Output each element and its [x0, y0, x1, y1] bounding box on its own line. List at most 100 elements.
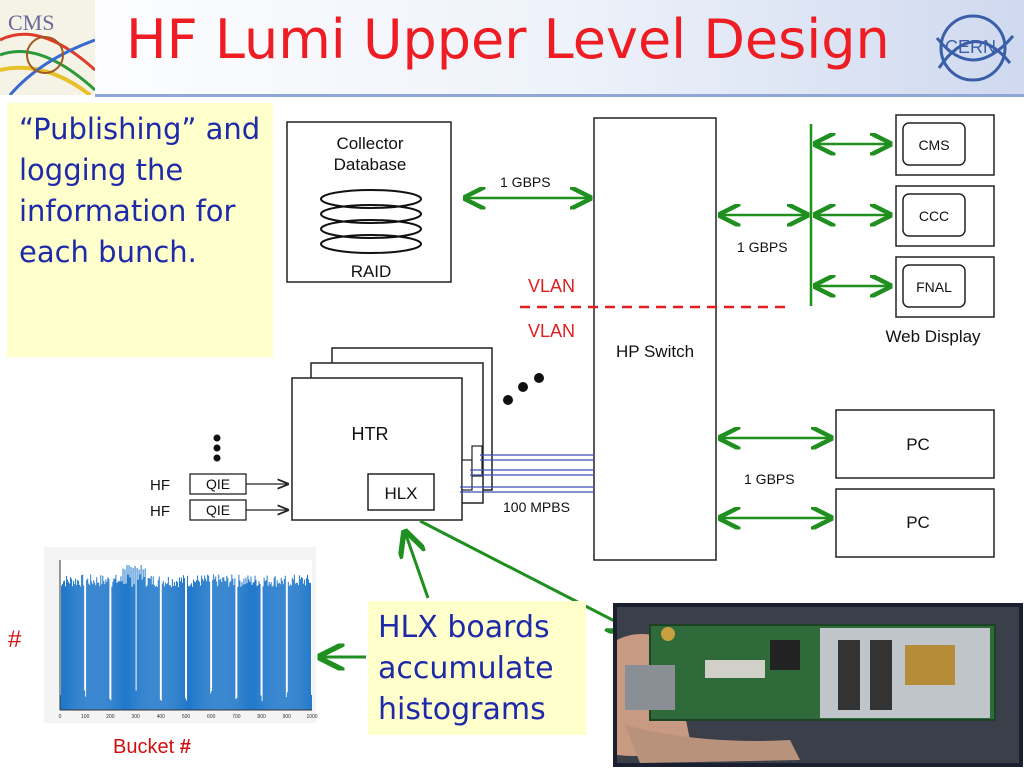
histogram-bar: [292, 579, 294, 710]
histogram-bar: [158, 576, 160, 710]
histogram-bar: [67, 579, 69, 710]
htr-label: HTR: [352, 424, 389, 444]
web-node-ccc-label: CCC: [919, 208, 949, 224]
histogram-bar: [227, 577, 229, 710]
histogram-tick-label: 600: [207, 714, 216, 720]
histogram-bar: [277, 583, 279, 710]
histogram-bar: [159, 699, 161, 710]
histogram-bar: [180, 577, 182, 710]
histogram-bar: [93, 580, 95, 710]
histogram-bar: [70, 577, 72, 710]
histogram-xlabel: Bucket #: [113, 736, 191, 759]
histogram-bar: [293, 574, 295, 710]
histogram-tick-label: 500: [182, 714, 191, 720]
histogram-bar: [138, 569, 140, 710]
histogram-bar: [192, 586, 194, 710]
histogram-bar: [170, 587, 172, 710]
histogram-bar: [231, 574, 233, 710]
histogram-bar: [307, 579, 309, 710]
histogram-bar: [198, 580, 200, 710]
histogram-bar: [215, 576, 217, 710]
histogram-bar: [64, 580, 65, 710]
histogram-bar: [220, 578, 222, 710]
histogram-bar: [228, 586, 230, 710]
cern-logo-text: CERN: [945, 37, 996, 57]
histogram-bar: [163, 586, 165, 710]
histogram-bar: [95, 585, 97, 710]
histogram-bar: [113, 578, 115, 710]
cms-logo: CMS: [0, 0, 95, 95]
histogram-bar: [72, 586, 74, 710]
histogram-bar: [210, 693, 212, 710]
histogram-bar: [247, 575, 249, 710]
histogram-bar: [115, 574, 117, 710]
cern-logo: CERN: [935, 14, 1015, 82]
histogram-bar: [223, 577, 225, 710]
histogram-bar: [242, 584, 244, 710]
histogram-bar: [169, 585, 171, 710]
histogram-bar: [121, 581, 123, 710]
histogram-bar: [104, 584, 106, 710]
histogram-bar: [268, 581, 270, 710]
histogram-bar: [71, 578, 73, 710]
histogram-tick-label: 300: [131, 714, 140, 720]
histogram-bar: [221, 582, 223, 710]
histogram-bar: [256, 586, 258, 710]
histogram-tick-label: 900: [283, 714, 292, 720]
histogram-bar: [114, 578, 116, 710]
histogram-bar: [137, 579, 139, 710]
histogram-bar: [232, 578, 234, 710]
histogram-bar: [241, 582, 243, 710]
histogram-bar: [217, 586, 219, 710]
histogram-bar: [98, 582, 100, 710]
hf-qie-row-1: HF QIE: [150, 473, 288, 495]
histogram-bar: [125, 583, 127, 710]
histogram-bar: [130, 566, 132, 710]
histogram-bar: [109, 698, 111, 710]
histogram-bar: [132, 567, 134, 710]
histogram-bar: [211, 690, 213, 710]
histogram-bar: [131, 586, 133, 710]
histogram-bar: [123, 584, 125, 710]
histogram-bar: [129, 577, 131, 710]
histogram-bar: [308, 582, 310, 710]
web-node-fnal-label: FNAL: [916, 279, 952, 295]
histogram-bar: [297, 585, 299, 710]
histogram-tick-label: 800: [257, 714, 266, 720]
histogram-bar: [224, 580, 226, 710]
web-node-cms: CMS: [895, 114, 995, 176]
hlx-note: HLX boards accumulate histograms: [368, 601, 586, 735]
histogram-bar: [233, 585, 235, 710]
histogram-bar: [219, 580, 221, 710]
histogram-tick-label: 700: [232, 714, 241, 720]
ellipsis-dots-vertical: [213, 434, 221, 462]
histogram-bar: [124, 569, 126, 710]
histogram-bar: [152, 576, 154, 710]
publishing-note: “Publishing” and logging the information…: [7, 103, 273, 357]
histogram-bar: [266, 575, 268, 710]
histogram-bar: [108, 578, 110, 710]
histogram-bar: [155, 586, 157, 710]
histogram-bar: [203, 580, 205, 710]
ellipsis-dots-diagonal: [503, 373, 544, 405]
histogram-bar: [142, 569, 144, 710]
histogram-bar: [200, 585, 202, 710]
hlx-note-line-2: accumulate: [378, 651, 554, 686]
histogram-bar: [127, 574, 129, 710]
histogram-bar: [183, 577, 185, 710]
histogram-bar: [230, 581, 232, 710]
histogram-bar: [214, 578, 216, 710]
hlx-note-line-1: HLX boards: [378, 610, 550, 645]
histogram-bar: [291, 577, 293, 710]
histogram-bar: [157, 580, 159, 710]
histogram-bar: [101, 584, 103, 710]
histogram-bar: [99, 586, 101, 710]
histogram-bar: [153, 584, 155, 710]
hf-label-2: HF: [150, 503, 170, 520]
raid-disk-icon: [320, 189, 422, 254]
histogram-bar: [258, 580, 260, 710]
histogram-bar: [69, 583, 71, 710]
histogram-bar: [310, 694, 312, 710]
